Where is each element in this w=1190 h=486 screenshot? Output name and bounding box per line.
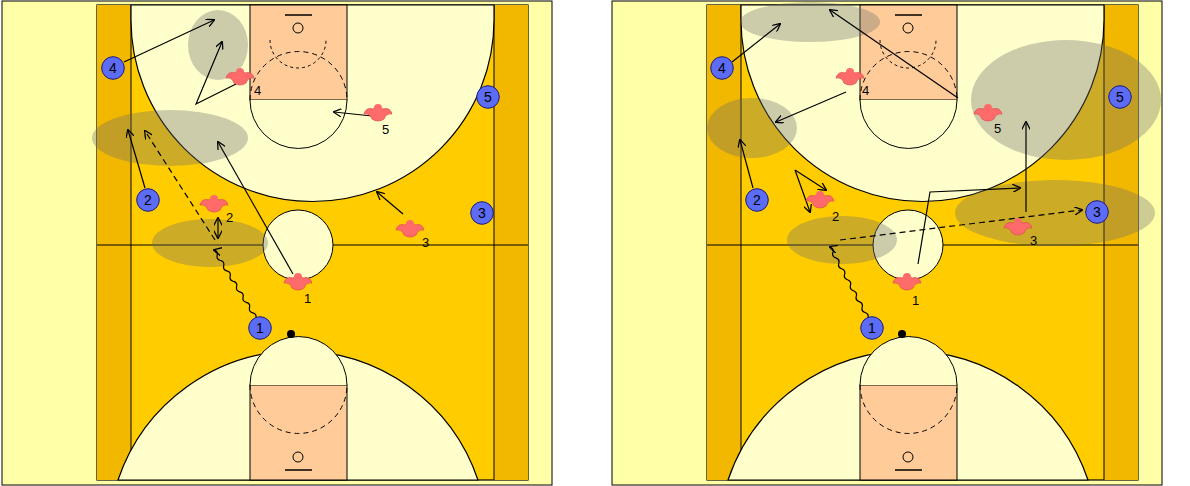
player-number: 1 [860, 316, 884, 340]
defender-number: 3 [1030, 234, 1037, 248]
player-circle: 5 [476, 85, 500, 109]
player-number: 1 [248, 316, 272, 340]
player-number: 4 [710, 56, 734, 80]
player-circle: 5 [1108, 85, 1132, 109]
player-number: 5 [476, 85, 500, 109]
defender-number: 1 [912, 294, 919, 308]
player-number: 2 [745, 188, 769, 212]
defender-number: 4 [862, 84, 869, 98]
player-circle: 2 [136, 188, 160, 212]
player-circle: 1 [248, 316, 272, 340]
defender-number: 1 [304, 292, 311, 306]
defender-number: 4 [254, 84, 261, 98]
defender-number: 2 [832, 210, 839, 224]
player-circle: 4 [710, 56, 734, 80]
player-circle: 2 [745, 188, 769, 212]
player-number: 3 [470, 201, 494, 225]
defender-number: 5 [382, 123, 389, 137]
defender-number: 5 [994, 122, 1001, 136]
player-number: 2 [136, 188, 160, 212]
player-circle: 3 [1085, 200, 1109, 224]
player-circle: 4 [101, 56, 125, 80]
defender-number: 3 [422, 236, 429, 250]
player-circle: 3 [470, 201, 494, 225]
player-number: 5 [1108, 85, 1132, 109]
player-number: 3 [1085, 200, 1109, 224]
player-number: 4 [101, 56, 125, 80]
player-circle: 1 [860, 316, 884, 340]
defender-number: 2 [226, 211, 233, 225]
